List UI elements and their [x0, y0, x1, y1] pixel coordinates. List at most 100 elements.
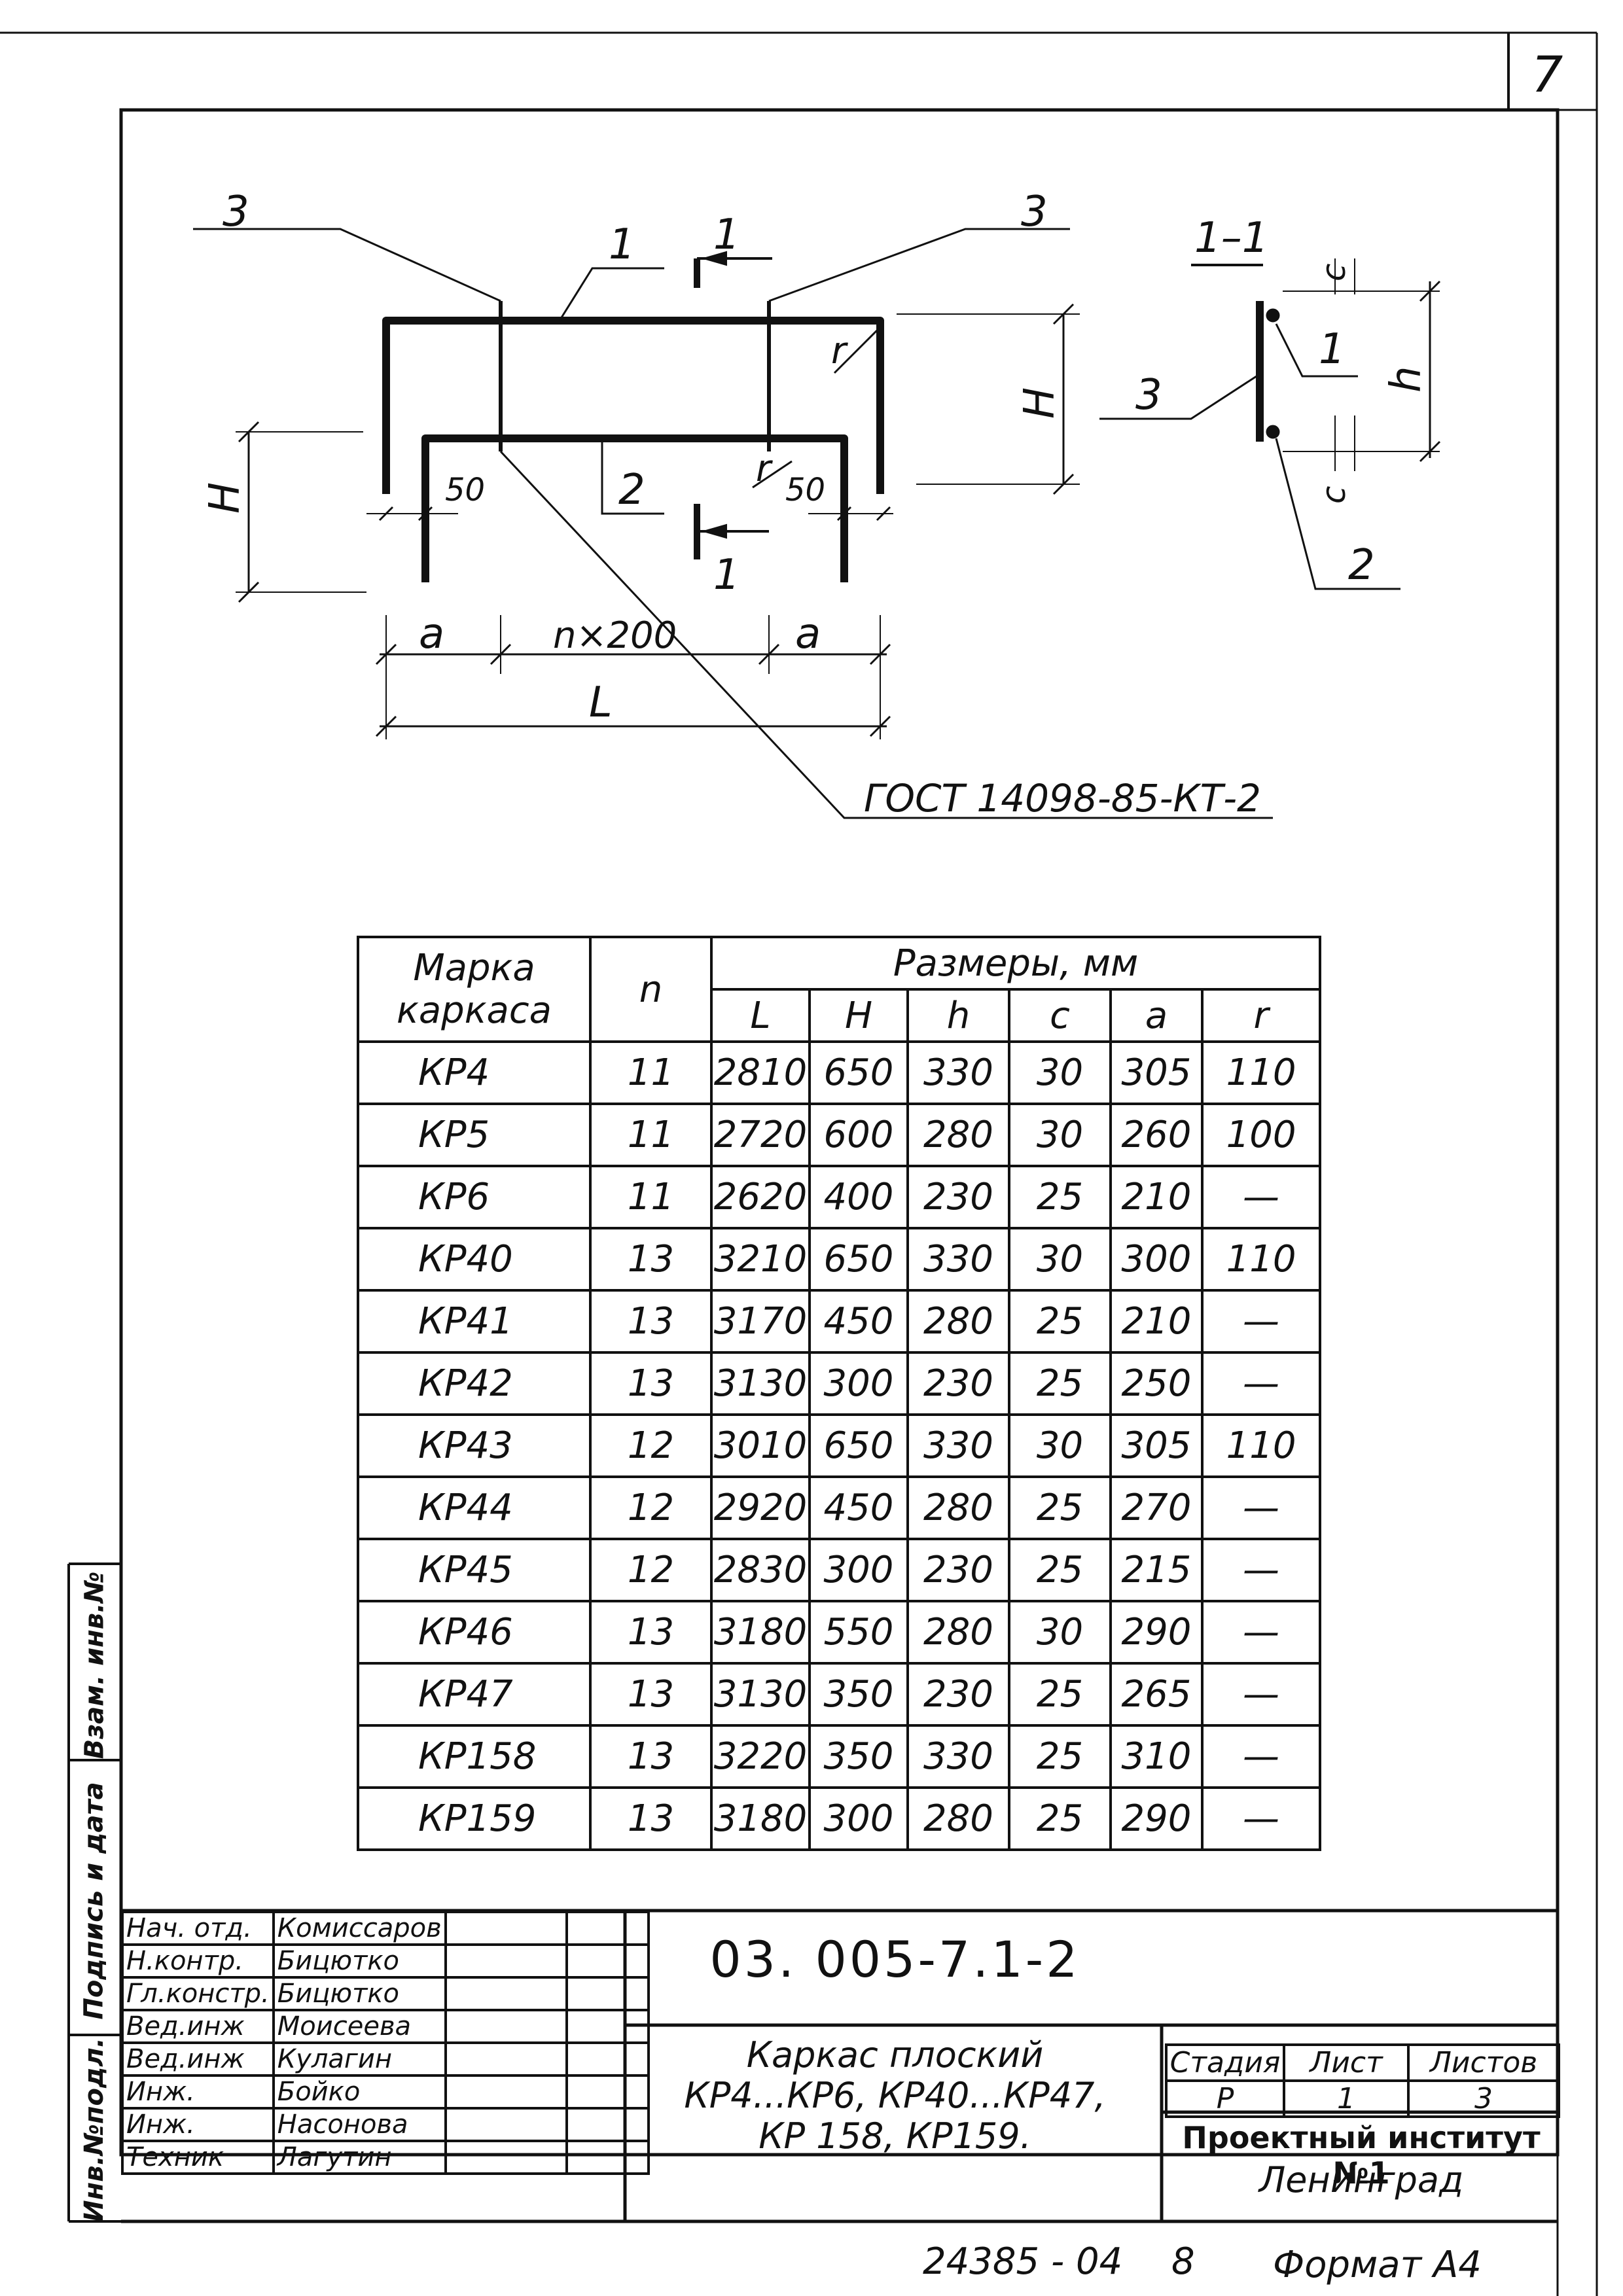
cell-r: —	[1200, 1165, 1322, 1229]
signature-role: Гл.констр.	[121, 1976, 275, 2011]
stage-label: Стадия	[1165, 2043, 1285, 2082]
label-h: h	[1382, 366, 1431, 393]
cell-n: 12	[589, 1475, 713, 1540]
label-pos3-left: 3	[223, 188, 249, 236]
cell-mark: КР42	[357, 1351, 592, 1416]
section-label-pos1: 1	[1319, 325, 1346, 374]
size-table: Марка каркаса n Размеры, мм L H h c a r …	[357, 936, 1322, 1851]
cell-L: 3180	[710, 1600, 811, 1665]
cell-H: 650	[808, 1227, 909, 1292]
cell-c: 25	[1008, 1538, 1112, 1602]
cell-r: 110	[1200, 1413, 1322, 1478]
cell-h: 280	[906, 1103, 1010, 1167]
doc-title-line1: Каркас плоский	[746, 2034, 1044, 2075]
signature-date	[565, 2041, 650, 2077]
cell-L: 2920	[710, 1475, 811, 1540]
cell-H: 450	[808, 1289, 909, 1354]
cell-mark: КР46	[357, 1600, 592, 1665]
org-city: Ленинград	[1258, 2159, 1464, 2200]
signature-name: Кулагин	[272, 2041, 447, 2077]
cell-mark: КР159	[357, 1786, 592, 1851]
cell-c: 25	[1008, 1662, 1112, 1727]
header-a: a	[1109, 988, 1204, 1043]
label-pos1: 1	[609, 221, 635, 269]
cell-L: 3010	[710, 1413, 811, 1478]
cell-c: 30	[1008, 1103, 1112, 1167]
cell-L: 3130	[710, 1351, 811, 1416]
cell-r: —	[1200, 1475, 1322, 1540]
signature-role: Вед.инж	[121, 2041, 275, 2077]
cell-n: 11	[589, 1165, 713, 1229]
cell-h: 280	[906, 1475, 1010, 1540]
cell-h: 230	[906, 1351, 1010, 1416]
cell-r: —	[1200, 1538, 1322, 1602]
cell-a: 215	[1109, 1538, 1204, 1602]
signature-sign	[444, 1911, 568, 1946]
header-c: c	[1008, 988, 1112, 1043]
sheets-label: Листов	[1407, 2043, 1560, 2082]
header-H: H	[808, 988, 909, 1043]
signature-sign	[444, 2009, 568, 2044]
label-section-bottom: 1	[713, 551, 740, 599]
cell-H: 550	[808, 1600, 909, 1665]
page-number: 7	[1531, 45, 1563, 103]
label-r-top: r	[831, 330, 848, 372]
side-label-vzam: Взам. инв.№	[79, 1571, 109, 1759]
header-mark: Марка каркаса	[357, 936, 592, 1043]
section-label-pos2: 2	[1348, 541, 1375, 590]
signature-name: Бойко	[272, 2074, 447, 2110]
stage-value: Р	[1165, 2079, 1285, 2118]
cell-r: —	[1200, 1662, 1322, 1727]
cell-L: 3130	[710, 1662, 811, 1727]
cell-r: —	[1200, 1786, 1322, 1851]
signature-date	[565, 1943, 650, 1979]
header-L: L	[710, 988, 811, 1043]
cell-h: 330	[906, 1227, 1010, 1292]
label-L: L	[589, 679, 613, 727]
cell-L: 3180	[710, 1786, 811, 1851]
cell-c: 30	[1008, 1413, 1112, 1478]
cell-c: 25	[1008, 1786, 1112, 1851]
cell-H: 300	[808, 1786, 909, 1851]
section-label-pos3: 3	[1135, 371, 1162, 419]
signature-role: Нач. отд.	[121, 1911, 275, 1946]
label-50-left: 50	[445, 472, 485, 508]
cell-n: 13	[589, 1600, 713, 1665]
sheet-value: 1	[1283, 2079, 1410, 2118]
cell-n: 13	[589, 1351, 713, 1416]
signature-name: Моисеева	[272, 2009, 447, 2044]
signature-name: Насонова	[272, 2107, 447, 2142]
header-h: h	[906, 988, 1010, 1043]
signature-sign	[444, 2107, 568, 2142]
cell-mark: КР4	[357, 1040, 592, 1105]
signature-sign	[444, 1976, 568, 2011]
sheets-value: 3	[1407, 2079, 1560, 2118]
cell-c: 30	[1008, 1227, 1112, 1292]
cell-h: 230	[906, 1538, 1010, 1602]
cell-a: 300	[1109, 1227, 1204, 1292]
org-name: Проектный институт №1	[1182, 2120, 1541, 2191]
cell-a: 290	[1109, 1600, 1204, 1665]
cell-r: —	[1200, 1724, 1322, 1789]
cell-L: 3170	[710, 1289, 811, 1354]
label-section-top: 1	[713, 211, 740, 259]
label-c-top: c	[1315, 264, 1353, 282]
signature-sign	[444, 2074, 568, 2110]
cell-H: 350	[808, 1724, 909, 1789]
label-pos3-right: 3	[1021, 188, 1048, 236]
signature-name: Лагутин	[272, 2140, 447, 2175]
header-n: n	[589, 936, 713, 1043]
cell-H: 600	[808, 1103, 909, 1167]
cell-L: 2810	[710, 1040, 811, 1105]
cell-a: 250	[1109, 1351, 1204, 1416]
cell-L: 3220	[710, 1724, 811, 1789]
cell-r: —	[1200, 1351, 1322, 1416]
cell-n: 11	[589, 1040, 713, 1105]
cell-a: 210	[1109, 1289, 1204, 1354]
